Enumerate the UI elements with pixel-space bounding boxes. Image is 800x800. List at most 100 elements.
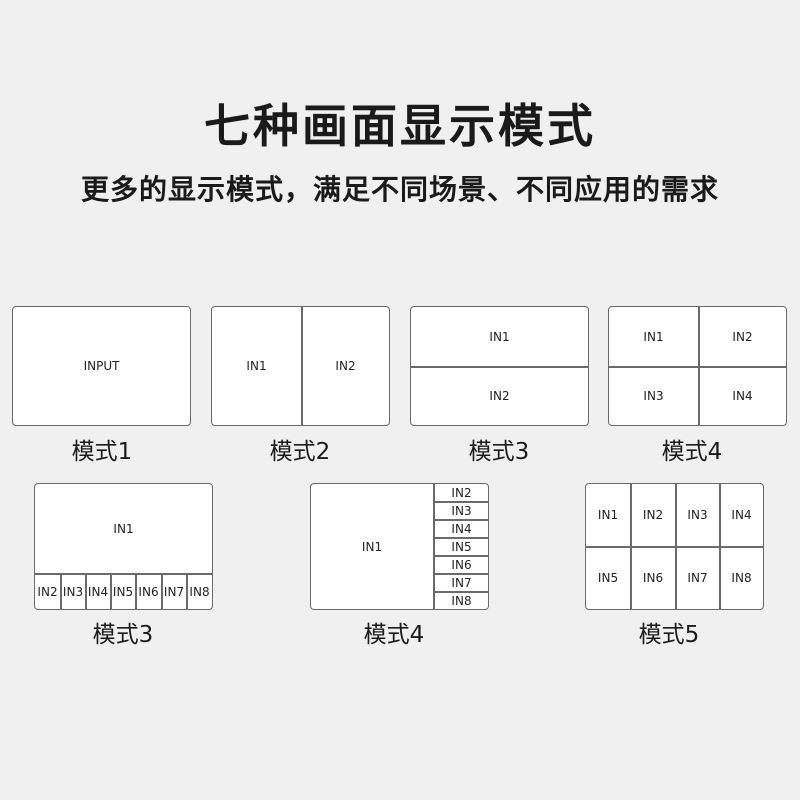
mode-3b-label-in5: IN5 — [112, 584, 134, 599]
mode-4-cell-in3: IN3 — [609, 367, 698, 425]
mode-5-label-in1: IN1 — [597, 508, 619, 522]
mode-5-cell-in6: IN6 — [631, 547, 675, 609]
mode-4b-label-in4: IN4 — [451, 521, 472, 536]
mode-3b-caption: 模式3 — [92, 622, 154, 648]
mode-4-label-in4: IN4 — [732, 389, 753, 403]
mode-3-divider — [411, 366, 588, 368]
mode-4b-label-in5: IN5 — [451, 539, 472, 554]
mode-2-cell-in1: IN1 — [212, 307, 301, 425]
mode-1-cell-input: INPUT — [13, 307, 190, 425]
mode-4b-cell-in4: IN4 — [435, 520, 488, 537]
mode-4b-diagram: IN1 IN2 IN3 IN4 IN5 IN6 IN7 IN8 — [310, 483, 489, 610]
mode-3b-divider-v4 — [135, 573, 137, 609]
mode-3b-divider-v6 — [186, 573, 188, 609]
mode-1-diagram: INPUT — [12, 306, 191, 426]
mode-1-caption: 模式1 — [71, 439, 133, 465]
mode-3b-label-in2: IN2 — [37, 584, 58, 599]
mode-4-label-in2: IN2 — [732, 329, 753, 344]
mode-4-cell-in2: IN2 — [699, 307, 786, 366]
mode-4-label-in3: IN3 — [643, 389, 664, 403]
mode-3b-label-in4: IN4 — [87, 584, 109, 599]
mode-5-label-in4: IN4 — [731, 508, 752, 522]
mode-3b-label-in8: IN8 — [189, 584, 210, 599]
mode-3b-divider-h — [35, 573, 212, 575]
mode-2-diagram: IN1 IN2 — [211, 306, 390, 426]
mode-5-label-in2: IN2 — [642, 508, 664, 522]
mode-5-cell-in4: IN4 — [720, 484, 763, 546]
mode-4b-label-in2: IN2 — [451, 485, 472, 500]
mode-4b-divider-v — [433, 484, 435, 609]
mode-5-cell-in8: IN8 — [720, 547, 763, 609]
mode-5-label-in7: IN7 — [687, 571, 708, 585]
mode-5-label-in8: IN8 — [731, 571, 752, 585]
mode-5-label-in3: IN3 — [687, 508, 708, 522]
mode-3-cell-in1: IN1 — [411, 307, 588, 366]
mode-4-cell-in4: IN4 — [699, 367, 786, 425]
mode-5-cell-in7: IN7 — [676, 547, 719, 609]
mode-3-caption: 模式3 — [468, 439, 530, 465]
mode-4b-label-in1: IN1 — [361, 539, 383, 554]
page-subtitle: 更多的显示模式，满足不同场景、不同应用的需求 — [80, 173, 719, 206]
mode-3b-cell-in8: IN8 — [187, 574, 212, 609]
mode-3b-cell-in2: IN2 — [35, 574, 60, 609]
mode-4b-caption: 模式4 — [363, 622, 425, 648]
mode-5-label-in5: IN5 — [597, 571, 619, 585]
mode-3-cell-in2: IN2 — [411, 367, 588, 425]
mode-4b-divider-h5 — [434, 573, 488, 575]
mode-4-divider-h — [609, 366, 786, 368]
mode-4b-cell-in6: IN6 — [435, 556, 488, 573]
mode-3b-cell-in3: IN3 — [61, 574, 85, 609]
mode-3b-cell-in1: IN1 — [35, 484, 212, 573]
mode-1-label-input: INPUT — [83, 359, 120, 373]
mode-4b-divider-h6 — [434, 591, 488, 593]
mode-2-label-in1: IN1 — [246, 359, 267, 373]
mode-2-divider — [301, 307, 303, 425]
mode-3b-label-in1: IN1 — [113, 521, 134, 536]
mode-3b-divider-v2 — [85, 573, 87, 609]
mode-5-diagram: IN1 IN2 IN3 IN4 IN5 IN6 IN7 IN8 — [585, 483, 764, 610]
mode-3b-cell-in5: IN5 — [111, 574, 135, 609]
mode-5-cell-in1: IN1 — [586, 484, 630, 546]
mode-4b-cell-in1: IN1 — [311, 484, 433, 609]
mode-3b-label-in3: IN3 — [62, 584, 84, 599]
mode-3b-cell-in6: IN6 — [136, 574, 161, 609]
mode-3b-diagram: IN1 IN2 IN3 IN4 IN5 IN6 IN7 IN8 — [34, 483, 213, 610]
mode-4-label-in1: IN1 — [643, 329, 664, 344]
mode-3-label-in2: IN2 — [489, 389, 510, 403]
mode-4b-label-in3: IN3 — [451, 503, 472, 518]
mode-3-label-in1: IN1 — [489, 329, 510, 344]
mode-3b-cell-in7: IN7 — [162, 574, 186, 609]
mode-3b-divider-v1 — [60, 573, 62, 609]
mode-5-label-in6: IN6 — [642, 571, 664, 585]
mode-2-caption: 模式2 — [269, 439, 331, 465]
mode-4b-divider-h4 — [434, 555, 488, 557]
mode-5-cell-in2: IN2 — [631, 484, 675, 546]
mode-5-cell-in5: IN5 — [586, 547, 630, 609]
mode-4b-cell-in2: IN2 — [435, 484, 488, 501]
mode-4b-cell-in7: IN7 — [435, 574, 488, 591]
mode-4b-cell-in5: IN5 — [435, 538, 488, 555]
mode-5-caption: 模式5 — [638, 622, 700, 648]
mode-3b-label-in6: IN6 — [138, 584, 159, 599]
mode-3b-divider-v5 — [161, 573, 163, 609]
mode-5-cell-in3: IN3 — [676, 484, 719, 546]
mode-4-caption: 模式4 — [661, 439, 723, 465]
mode-4b-divider-h3 — [434, 537, 488, 539]
mode-4b-divider-h2 — [434, 519, 488, 521]
mode-4b-label-in7: IN7 — [451, 575, 472, 590]
mode-2-label-in2: IN2 — [335, 359, 356, 373]
mode-4b-divider-h1 — [434, 501, 488, 503]
mode-4b-cell-in8: IN8 — [435, 592, 488, 609]
page-title: 七种画面显示模式 — [204, 99, 596, 153]
mode-3b-divider-v3 — [110, 573, 112, 609]
mode-3b-label-in7: IN7 — [163, 584, 185, 599]
mode-2-cell-in2: IN2 — [302, 307, 389, 425]
mode-4b-cell-in3: IN3 — [435, 502, 488, 519]
mode-4-cell-in1: IN1 — [609, 307, 698, 366]
mode-5-divider-h — [586, 546, 763, 548]
mode-3-diagram: IN1 IN2 — [410, 306, 589, 426]
mode-4b-label-in8: IN8 — [451, 593, 472, 608]
mode-3b-cell-in4: IN4 — [86, 574, 110, 609]
mode-4-diagram: IN1 IN2 IN3 IN4 — [608, 306, 787, 426]
mode-4b-label-in6: IN6 — [451, 557, 472, 572]
